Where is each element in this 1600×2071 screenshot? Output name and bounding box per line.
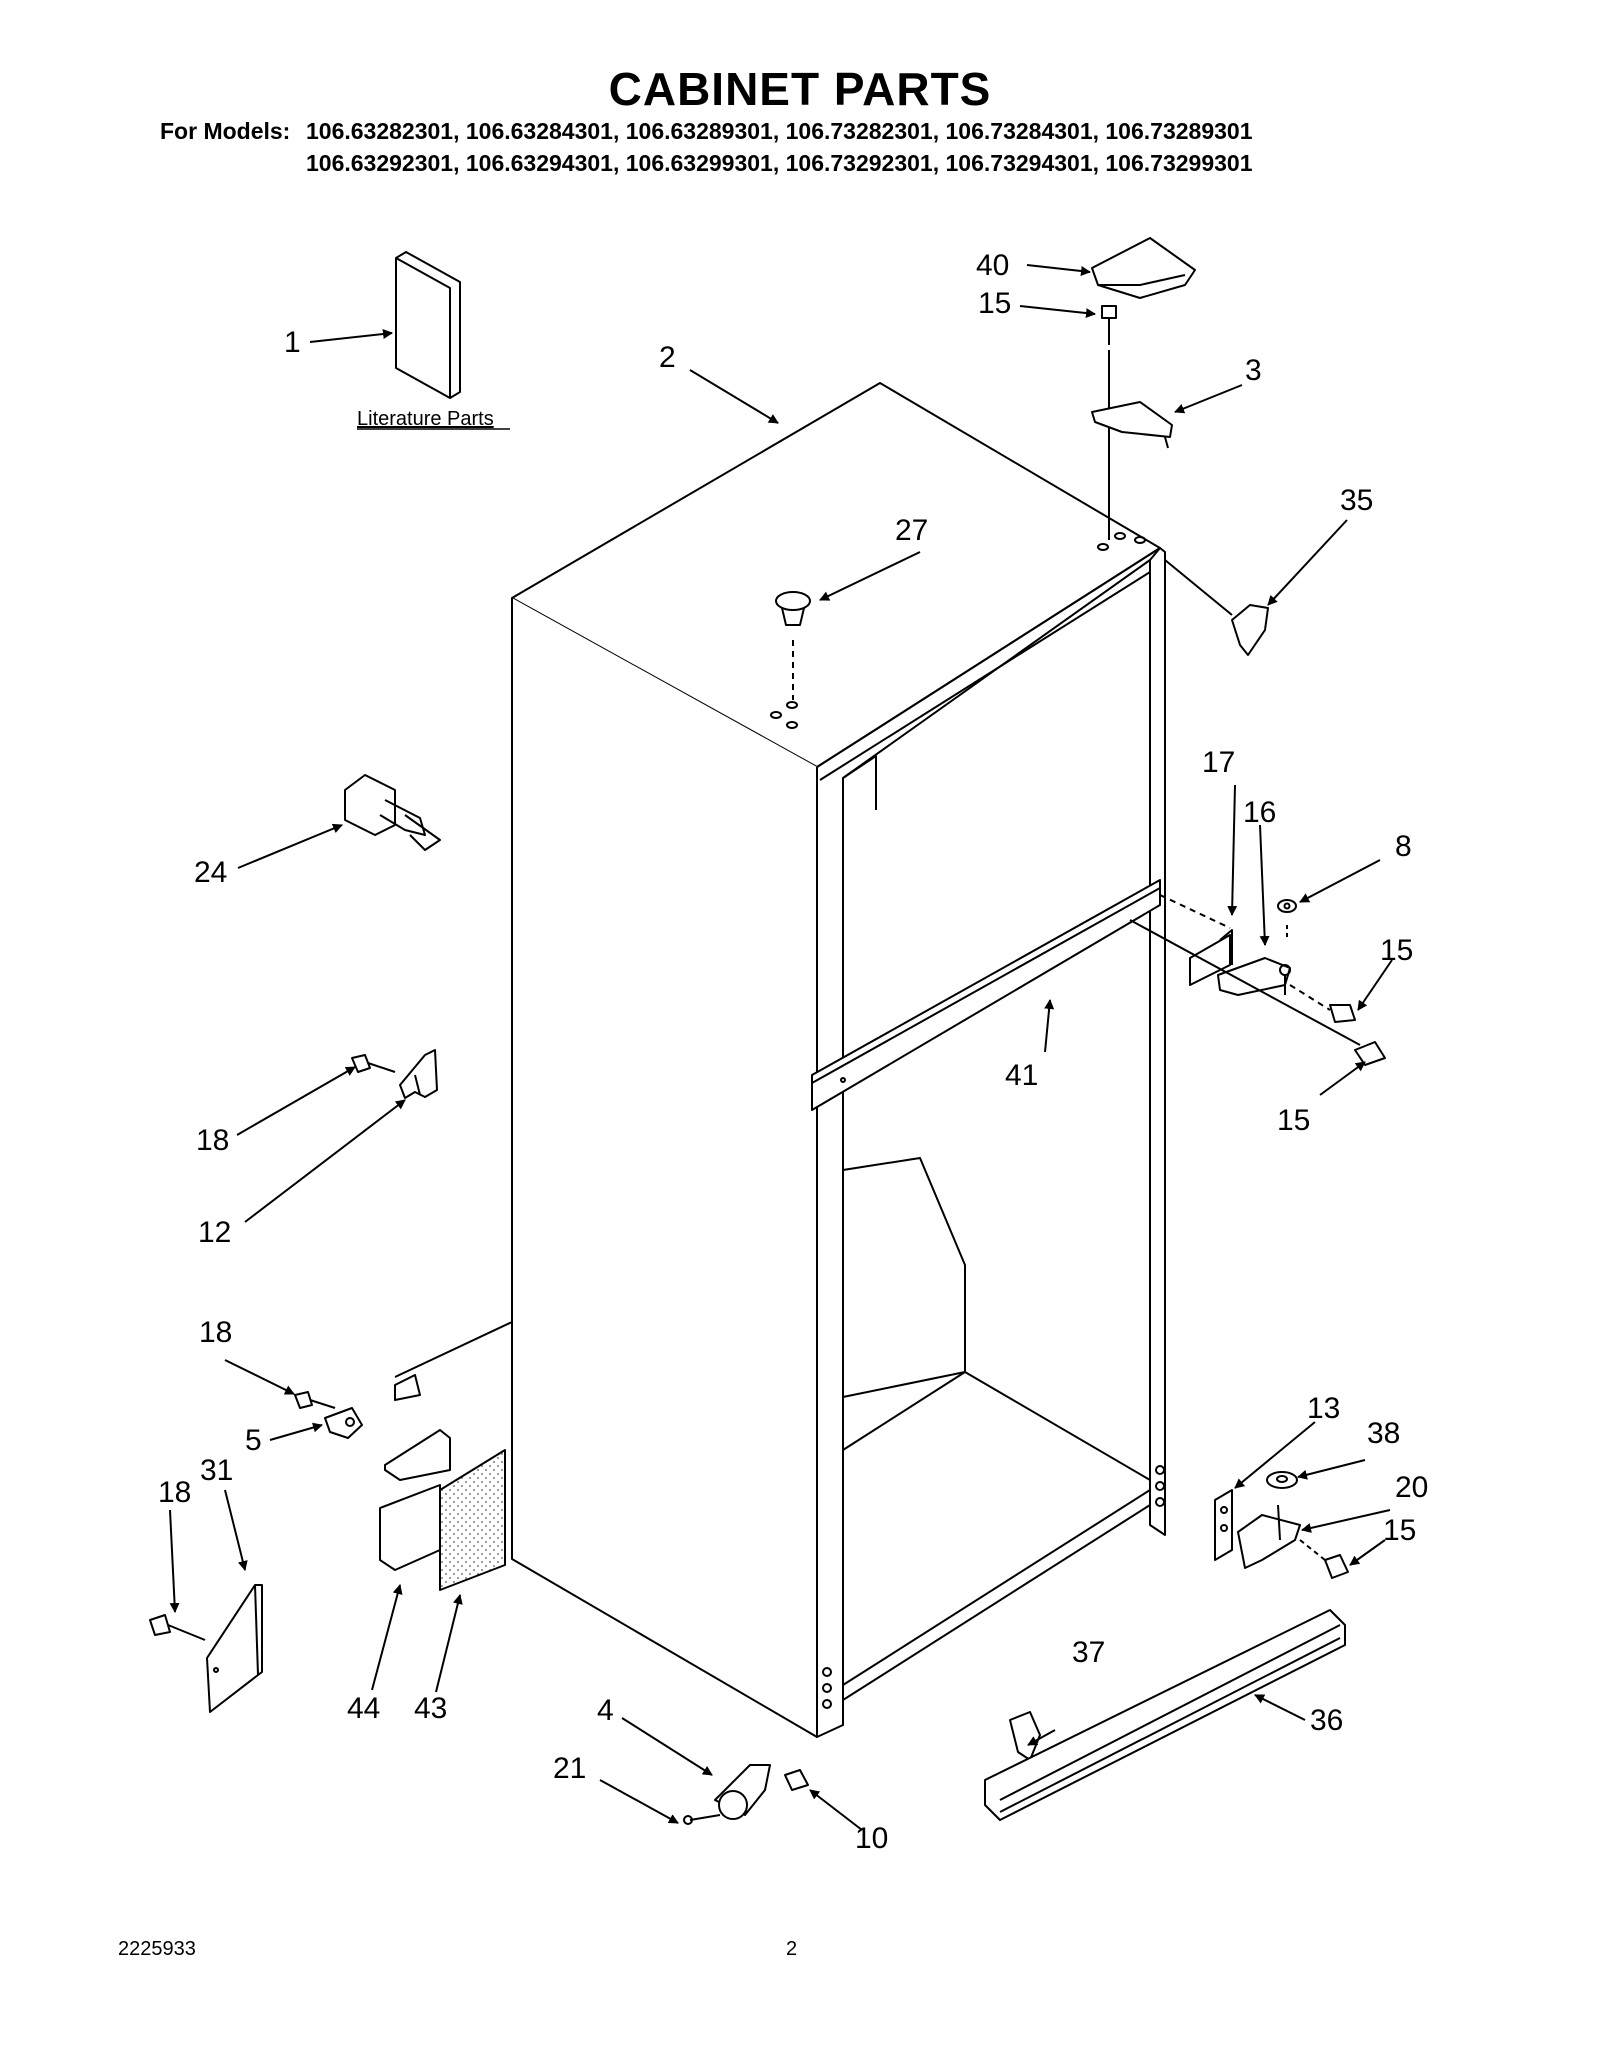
callout-27: 27: [895, 514, 928, 547]
callout-1: 1: [284, 326, 301, 359]
callout-18-lower: 18: [158, 1476, 191, 1509]
callout-3: 3: [1245, 354, 1262, 387]
callout-12: 12: [198, 1216, 231, 1249]
callout-13: 13: [1307, 1392, 1340, 1425]
literature-book: [395, 251, 461, 399]
models-list-line-1: 106.63282301, 106.63284301, 106.63289301…: [306, 118, 1253, 144]
models-list-line-2: 106.63292301, 106.63294301, 106.63299301…: [306, 150, 1253, 176]
page-title: CABINET PARTS: [608, 63, 992, 115]
literature-parts-label: Literature Parts: [357, 408, 494, 430]
callout-18-upper: 18: [196, 1124, 229, 1157]
callout-31: 31: [200, 1454, 233, 1487]
callout-43: 43: [414, 1692, 447, 1725]
callout-44: 44: [347, 1692, 380, 1725]
callout-41: 41: [1005, 1059, 1038, 1092]
page-number: 2: [786, 1938, 798, 1960]
hinge-cover: [1091, 237, 1196, 299]
cabinet-body: [394, 382, 1166, 1738]
callout-40: 40: [976, 249, 1009, 282]
callout-20: 20: [1395, 1471, 1428, 1504]
door-stop-pin: [344, 774, 441, 851]
models-label: For Models:: [160, 118, 291, 144]
lower-left-brackets: [294, 1374, 506, 1591]
callout-35: 35: [1340, 484, 1373, 517]
center-hinge-assembly: [1129, 894, 1386, 1066]
callout-15-center: 15: [1380, 934, 1413, 967]
callout-4: 4: [597, 1694, 614, 1727]
callout-17: 17: [1202, 746, 1235, 779]
document-number: 2225933: [118, 1938, 196, 1960]
callout-38: 38: [1367, 1417, 1400, 1450]
callout-15-lower-center: 15: [1277, 1104, 1310, 1137]
callout-24: 24: [194, 856, 227, 889]
door-stop-bracket: [351, 1049, 438, 1099]
hinge-cap: [1164, 559, 1269, 656]
callout-18-middle: 18: [199, 1316, 232, 1349]
callout-21: 21: [553, 1752, 586, 1785]
callout-2: 2: [659, 341, 676, 374]
top-hinge-assembly: [1091, 305, 1173, 540]
callout-37: 37: [1072, 1636, 1105, 1669]
lower-hinge-assembly: [1214, 1471, 1349, 1579]
callout-8: 8: [1395, 830, 1412, 863]
callout-10: 10: [855, 1822, 888, 1855]
callout-16: 16: [1243, 796, 1276, 829]
callout-36: 36: [1310, 1704, 1343, 1737]
callout-15-top: 15: [978, 287, 1011, 320]
roller-assembly: [683, 1764, 809, 1825]
plug: [775, 591, 811, 700]
grille-assembly: [984, 1609, 1346, 1821]
callout-15-bottom: 15: [1383, 1514, 1416, 1547]
access-panel: [149, 1584, 263, 1713]
leader-lines: [169, 264, 1393, 1831]
callout-5: 5: [245, 1424, 262, 1457]
